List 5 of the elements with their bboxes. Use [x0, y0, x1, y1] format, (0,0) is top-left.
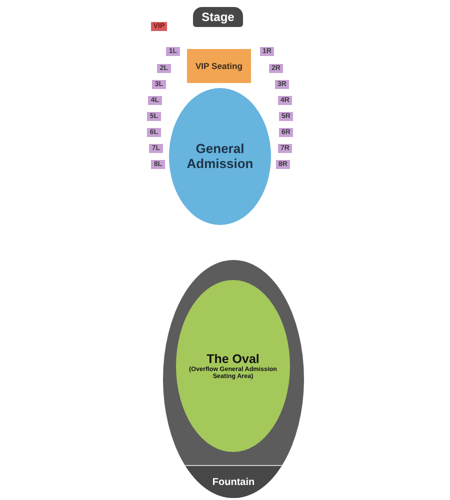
fountain-area: Fountain [184, 465, 283, 498]
area-label: General Admission [186, 142, 254, 172]
stage-block: Stage [193, 7, 243, 27]
seating-section: VIP Seating [187, 49, 251, 83]
area-label: The Oval [206, 352, 260, 366]
